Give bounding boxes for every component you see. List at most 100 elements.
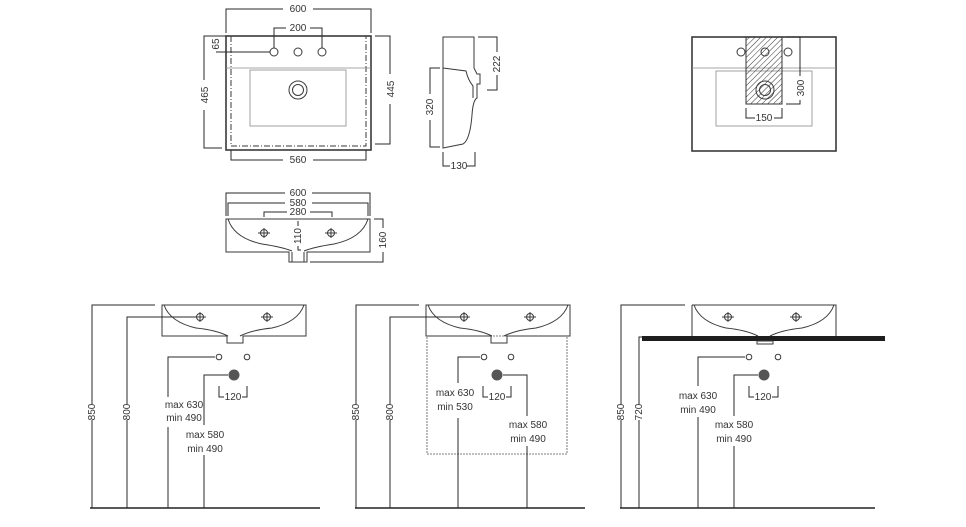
wall-view: 300 150 (691, 36, 837, 152)
supply-valve-icon (243, 353, 251, 361)
dim-120: 120 (755, 392, 772, 403)
drain-outlet-icon (758, 369, 770, 381)
dim-line (227, 202, 369, 216)
dim-line (503, 374, 528, 508)
installation-area (745, 36, 783, 105)
dim-445: 445 (386, 80, 397, 97)
dim-line (482, 386, 512, 398)
dim-line (478, 36, 498, 91)
dim-line (745, 108, 783, 119)
drain-min: min 490 (716, 434, 752, 445)
tap-hole-icon (736, 47, 746, 57)
drain-max: max 580 (509, 420, 548, 431)
supply-valve-icon (215, 353, 223, 361)
installation-cabinet: 850 800 max 630 min 530 max 580 min 490 … (351, 304, 585, 509)
dim-line (389, 316, 460, 508)
basin-front (691, 304, 837, 336)
dim-line (225, 192, 371, 216)
dim-600: 600 (290, 4, 307, 15)
top-view: 600 200 65 465 445 560 (200, 4, 397, 166)
supply-valve-icon (507, 353, 515, 361)
drain-pipe (756, 340, 774, 345)
dim-line (748, 386, 779, 398)
drain-max: max 580 (715, 420, 754, 431)
dim-line (273, 27, 323, 48)
supply-min: min 490 (680, 405, 716, 416)
basin-bowl-curve (427, 304, 569, 337)
drain-inner-icon (759, 84, 771, 96)
dim-120: 120 (489, 392, 506, 403)
dim-line (203, 35, 222, 149)
dim-line (263, 211, 333, 217)
dim-120: 120 (225, 392, 242, 403)
dim-200: 200 (290, 23, 307, 34)
dim-line (733, 374, 758, 508)
tap-hole-icon (269, 47, 279, 57)
dim-560: 560 (290, 155, 307, 166)
side-bowl-line (442, 67, 474, 98)
installation-countertop: 850 720 max 630 min 490 max 580 min 490 … (616, 304, 885, 509)
dim-800: 800 (122, 403, 133, 420)
supply-max: max 630 (679, 391, 718, 402)
dim-150: 150 (756, 113, 773, 124)
dim-720: 720 (634, 403, 645, 420)
front-outline (225, 218, 371, 263)
dim-222: 222 (492, 55, 503, 72)
hole-icon (258, 228, 270, 238)
drain-icon (288, 80, 308, 100)
dim-line (230, 150, 367, 161)
supply-min: min 490 (166, 413, 202, 424)
supply-max: max 630 (436, 388, 475, 399)
dim-line (203, 374, 228, 508)
hole-icon (325, 228, 337, 238)
supply-valve-icon (480, 353, 488, 361)
supply-min: min 530 (437, 402, 473, 413)
dim-line (355, 304, 419, 508)
dim-850: 850 (351, 403, 362, 420)
dim-line (310, 218, 384, 263)
basin-inner-contour (230, 36, 367, 147)
dim-line (91, 304, 155, 508)
dim-800: 800 (385, 403, 396, 420)
dim-850: 850 (616, 403, 627, 420)
basin-front (161, 304, 307, 344)
countertop (642, 336, 885, 341)
dim-280: 280 (290, 207, 307, 218)
dim-line (375, 35, 391, 145)
drain-min: min 490 (510, 434, 546, 445)
side-profile (442, 36, 481, 149)
dim-580: 580 (290, 198, 307, 209)
dim-line (457, 356, 480, 508)
dim-850: 850 (87, 403, 98, 420)
hole-icon (524, 312, 536, 322)
dim-line (225, 8, 372, 33)
installation-wall-hung: 850 800 max 630 min 490 max 580 min 490 … (87, 304, 320, 509)
basin-front (425, 304, 571, 344)
dim-line (429, 67, 440, 148)
dim-line (297, 221, 301, 251)
dim-110: 110 (293, 228, 304, 244)
dim-line (697, 356, 745, 508)
dim-line (167, 356, 215, 508)
side-view: 222 320 130 (425, 36, 503, 172)
dim-160: 160 (378, 231, 389, 248)
supply-max: max 630 (165, 400, 204, 411)
drain-inner-icon (292, 84, 304, 96)
drain-icon (755, 80, 775, 100)
hole-icon (722, 312, 734, 322)
drain-outlet-icon (491, 369, 503, 381)
dim-465: 465 (200, 86, 211, 103)
bowl-outline (249, 69, 347, 127)
cabinet-outline (426, 335, 568, 455)
supply-valve-icon (774, 353, 782, 361)
front-bowl-curve (227, 218, 369, 252)
dim-line (218, 386, 248, 398)
dim-line (442, 152, 476, 167)
dim-320: 320 (425, 98, 436, 115)
hole-icon (261, 312, 273, 322)
dim-130: 130 (451, 161, 468, 172)
dim-line (786, 36, 801, 105)
supply-valve-icon (745, 353, 753, 361)
tap-hole-icon (760, 47, 770, 57)
